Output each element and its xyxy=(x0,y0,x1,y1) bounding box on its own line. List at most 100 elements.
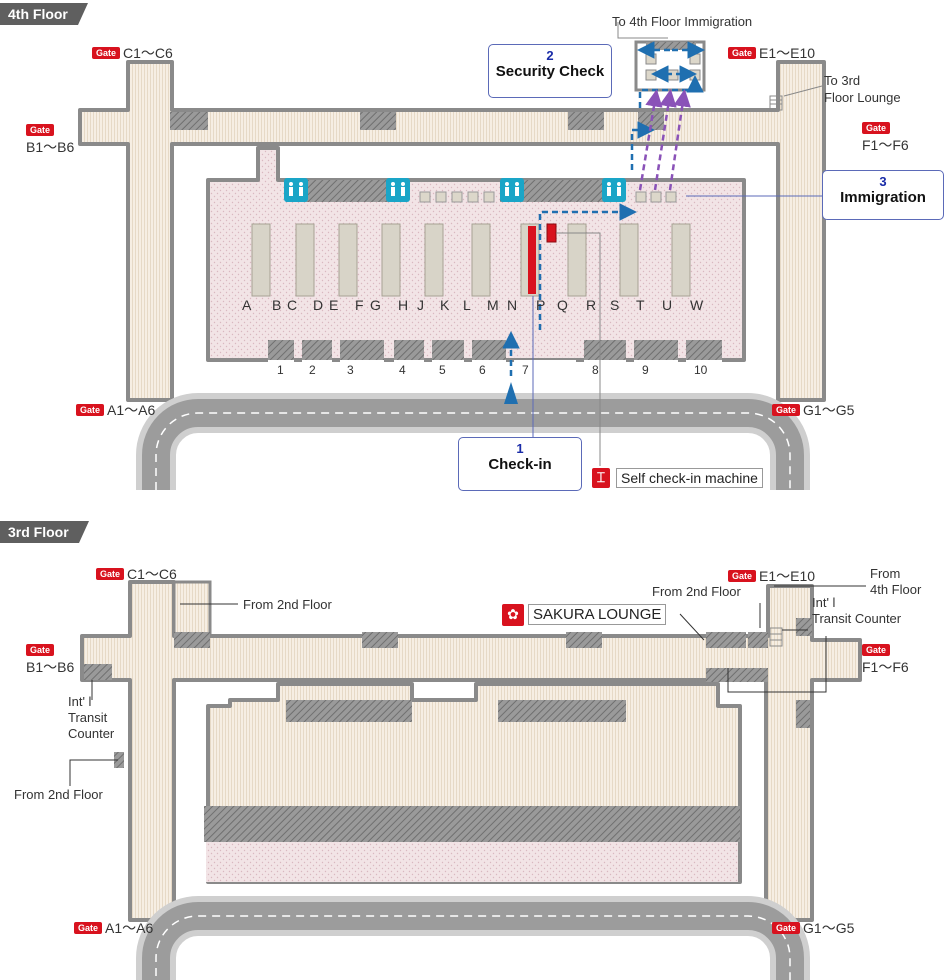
step-label: Immigration xyxy=(840,189,926,206)
step-security-check[interactable]: 2 Security Check xyxy=(488,44,612,98)
counter-row-e: E xyxy=(329,297,339,313)
gate-label-c-4f: Gate C1〜C6 xyxy=(92,43,173,63)
gate-label-g-3f: Gate G1〜G5 xyxy=(772,918,854,938)
gate-label-b-4f: Gate B1〜B6 xyxy=(26,124,74,157)
gate-badge: Gate xyxy=(74,922,103,934)
gate-badge: Gate xyxy=(772,922,801,934)
gate-badge: Gate xyxy=(26,124,55,136)
step-label: Check-in xyxy=(488,456,552,473)
gate-label-g-4f: Gate G1〜G5 xyxy=(772,400,854,420)
gate-badge: Gate xyxy=(96,568,125,580)
counter-row-l: L xyxy=(463,297,471,313)
counter-row-k: K xyxy=(440,297,450,313)
gate-label-f-4f: Gate F1〜F6 xyxy=(862,122,909,155)
restroom-icons-4f xyxy=(284,178,626,202)
corridor-4f xyxy=(78,60,826,402)
hatched-blocks-4f xyxy=(170,112,722,360)
from-4th-floor-label-line2: 4th Floor xyxy=(870,582,922,597)
from-2nd-floor-label-right: From 2nd Floor xyxy=(652,584,741,599)
gate-range: B1〜B6 xyxy=(26,139,75,155)
to-immigration-label: To 4th Floor Immigration xyxy=(612,14,753,29)
counter-row-n: N xyxy=(507,297,518,313)
transit-counter-right-line2: Transit Counter xyxy=(812,611,902,626)
step-immigration[interactable]: 3 Immigration xyxy=(822,170,944,220)
stairs-3f xyxy=(769,627,783,647)
gate-label-a-4f: Gate A1〜A6 xyxy=(76,400,155,420)
counter-row-p: P xyxy=(536,297,546,313)
gate-range: A1〜A6 xyxy=(107,402,156,418)
counter-row-u: U xyxy=(662,297,673,313)
gate-range: C1〜C6 xyxy=(123,45,173,61)
from-2nd-floor-label-top: From 2nd Floor xyxy=(243,597,332,612)
step-number: 2 xyxy=(546,48,554,63)
leaders-4f xyxy=(532,22,823,466)
gate-badge: Gate xyxy=(862,644,891,656)
floor-3-plan xyxy=(69,580,866,980)
gate-label-c-3f: Gate C1〜C6 xyxy=(96,564,177,584)
step-checkin[interactable]: 1 Check-in xyxy=(458,437,582,491)
entrance-2: 2 xyxy=(309,363,316,377)
floor-4-plan xyxy=(78,22,826,490)
gate-badge: Gate xyxy=(772,404,801,416)
floor-4-tab[interactable]: 4th Floor xyxy=(0,3,88,25)
transit-counter-left-line1: Int' l xyxy=(68,694,92,709)
counter-row-h: H xyxy=(398,297,409,313)
entrance-1: 1 xyxy=(277,363,284,377)
counter-p-highlight xyxy=(528,226,536,294)
entrance-4: 4 xyxy=(399,363,406,377)
gate-range: A1〜A6 xyxy=(105,920,154,936)
gate-label-f-3f: Gate F1〜F6 xyxy=(862,644,909,677)
entrance-3: 3 xyxy=(347,363,354,377)
gate-badge: Gate xyxy=(862,122,891,134)
sakura-lounge-label[interactable]: SAKURA LOUNGE xyxy=(528,604,667,625)
gate-range: C1〜C6 xyxy=(127,566,177,582)
gate-range: F1〜F6 xyxy=(862,137,909,153)
gate-range: F1〜F6 xyxy=(862,659,909,675)
transit-counter-right-line1: Int' l xyxy=(812,595,836,610)
gate-label-b-3f: Gate B1〜B6 xyxy=(26,644,74,677)
counter-row-f: F xyxy=(355,297,364,313)
self-checkin-label: Self check-in machine xyxy=(616,468,763,488)
gate-range: E1〜E10 xyxy=(759,568,816,584)
entrance-8: 8 xyxy=(592,363,599,377)
counter-row-a: A xyxy=(242,297,252,313)
floor-3-tab[interactable]: 3rd Floor xyxy=(0,521,89,543)
gate-range: E1〜E10 xyxy=(759,45,816,61)
counter-row-g: G xyxy=(370,297,381,313)
stairs-4f xyxy=(769,95,783,111)
counter-row-t: T xyxy=(636,297,645,313)
entrance-5: 5 xyxy=(439,363,446,377)
counter-row-r: R xyxy=(586,297,597,313)
to-lounge-label-line2: Floor Lounge xyxy=(824,90,901,105)
counter-row-b: B xyxy=(272,297,282,313)
entrance-arrow-icon xyxy=(504,382,518,404)
gate-badge: Gate xyxy=(728,570,757,582)
from-4th-floor-label-line1: From xyxy=(870,566,901,581)
counter-row-m: M xyxy=(487,297,499,313)
step-label: Security Check xyxy=(495,63,605,80)
step-number: 1 xyxy=(516,441,524,456)
gate-badge: Gate xyxy=(728,47,757,59)
gate-range: G1〜G5 xyxy=(803,920,855,936)
entrance-9: 9 xyxy=(642,363,649,377)
counter-row-w: W xyxy=(690,297,704,313)
counter-row-c: C xyxy=(287,297,298,313)
counter-row-j: J xyxy=(417,297,424,313)
entrance-6: 6 xyxy=(479,363,486,377)
gate-badge: Gate xyxy=(26,644,55,656)
from-2nd-floor-label-left: From 2nd Floor xyxy=(14,787,103,802)
gate-badge: Gate xyxy=(76,404,105,416)
to-lounge-label-line1: To 3rd xyxy=(824,73,861,88)
entrance-7: 7 xyxy=(522,363,529,377)
gate-range: G1〜G5 xyxy=(803,402,855,418)
entrance-10: 10 xyxy=(694,363,708,377)
sakura-lounge-icon: ✿ xyxy=(502,604,524,626)
gate-label-a-3f: Gate A1〜A6 xyxy=(74,918,153,938)
leaders-3f xyxy=(69,585,866,786)
gate-range: B1〜B6 xyxy=(26,659,75,675)
counter-row-q: Q xyxy=(557,297,568,313)
counter-row-s: S xyxy=(610,297,620,313)
transit-counter-left-line2: Transit xyxy=(68,710,108,725)
hatched-blocks-3f xyxy=(84,618,812,768)
